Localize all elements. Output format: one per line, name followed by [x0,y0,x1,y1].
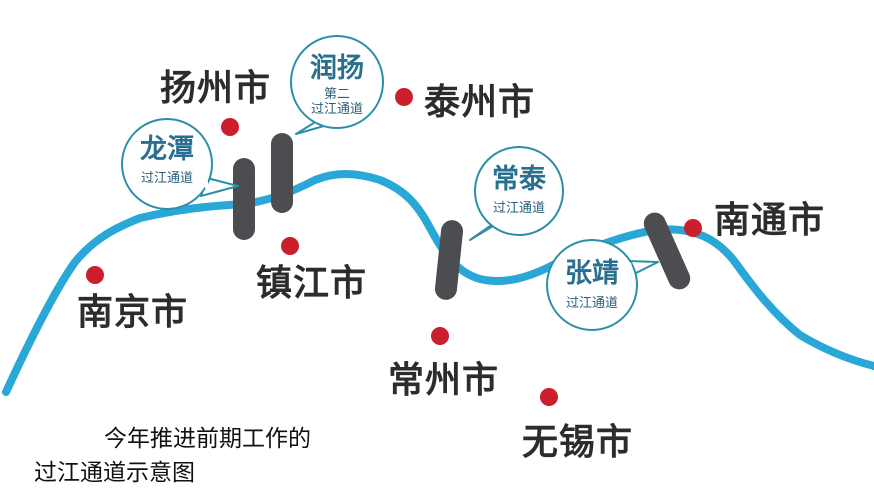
crossing-bar-longtan [233,158,255,240]
callout-bubble-zhangjing [546,239,659,331]
city-label-nanjing: 南京市 [77,291,189,333]
callout-bubble-runyang [290,35,384,135]
city-marker-zhenjiang [281,237,299,255]
yangtze-river [2,170,874,396]
crossing-bar-zhangjing [643,212,691,290]
city-marker-nanjing [86,266,104,284]
city-label-zhenjiang: 镇江市 [256,262,368,304]
crossing-name-zhangjing: 张靖 [565,258,619,289]
city-marker-nantong [684,219,702,237]
city-label-nantong: 南通市 [714,199,826,241]
city-label-taizhou: 泰州市 [424,81,536,123]
crossing-name-longtan: 龙潭 [140,134,194,165]
crossing-sub-zhangjing: 过江通道 [565,296,618,311]
crossing-bar-runyang [271,133,293,213]
city-label-changzhou: 常州市 [388,359,500,401]
city-marker-wuxi [540,388,558,406]
callout-bubble-changtai [469,146,564,241]
crossing-sub-longtan: 过江通道 [140,171,193,186]
city-label-wuxi: 无锡市 [522,421,634,463]
crossing-sub-runyang: 过江通道 [310,102,363,117]
map-caption-line2: 过江通道示意图 [34,460,195,486]
city-marker-changzhou [431,327,449,345]
crossing-bar-changtai [434,220,464,300]
map-caption-line1: 今年推进前期工作的 [104,426,311,452]
crossing-sub-changtai: 过江通道 [492,201,545,216]
city-label-yangzhou: 扬州市 [160,67,272,109]
city-marker-taizhou [395,88,413,106]
crossing-note-runyang: 第二 [323,87,350,102]
city-marker-yangzhou [221,118,239,136]
callout-bubble-longtan [121,118,239,210]
crossing-name-runyang: 润扬 [310,53,364,84]
crossing-name-changtai: 常泰 [492,164,546,195]
